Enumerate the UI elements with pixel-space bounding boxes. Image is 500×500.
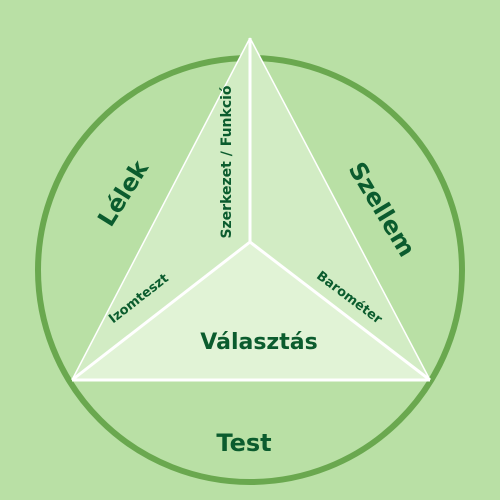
- edge-label-vertical: Szerkezet / Funkció: [219, 85, 235, 238]
- left-divider: [71, 240, 251, 382]
- lower-region: [72, 242, 430, 380]
- triangle-outline-left: [71, 37, 251, 381]
- right-divider: [249, 240, 431, 382]
- triangle-outline-right: [249, 37, 431, 381]
- region-label-bottom: Test: [216, 429, 271, 457]
- region-label-center: Választás: [200, 330, 317, 355]
